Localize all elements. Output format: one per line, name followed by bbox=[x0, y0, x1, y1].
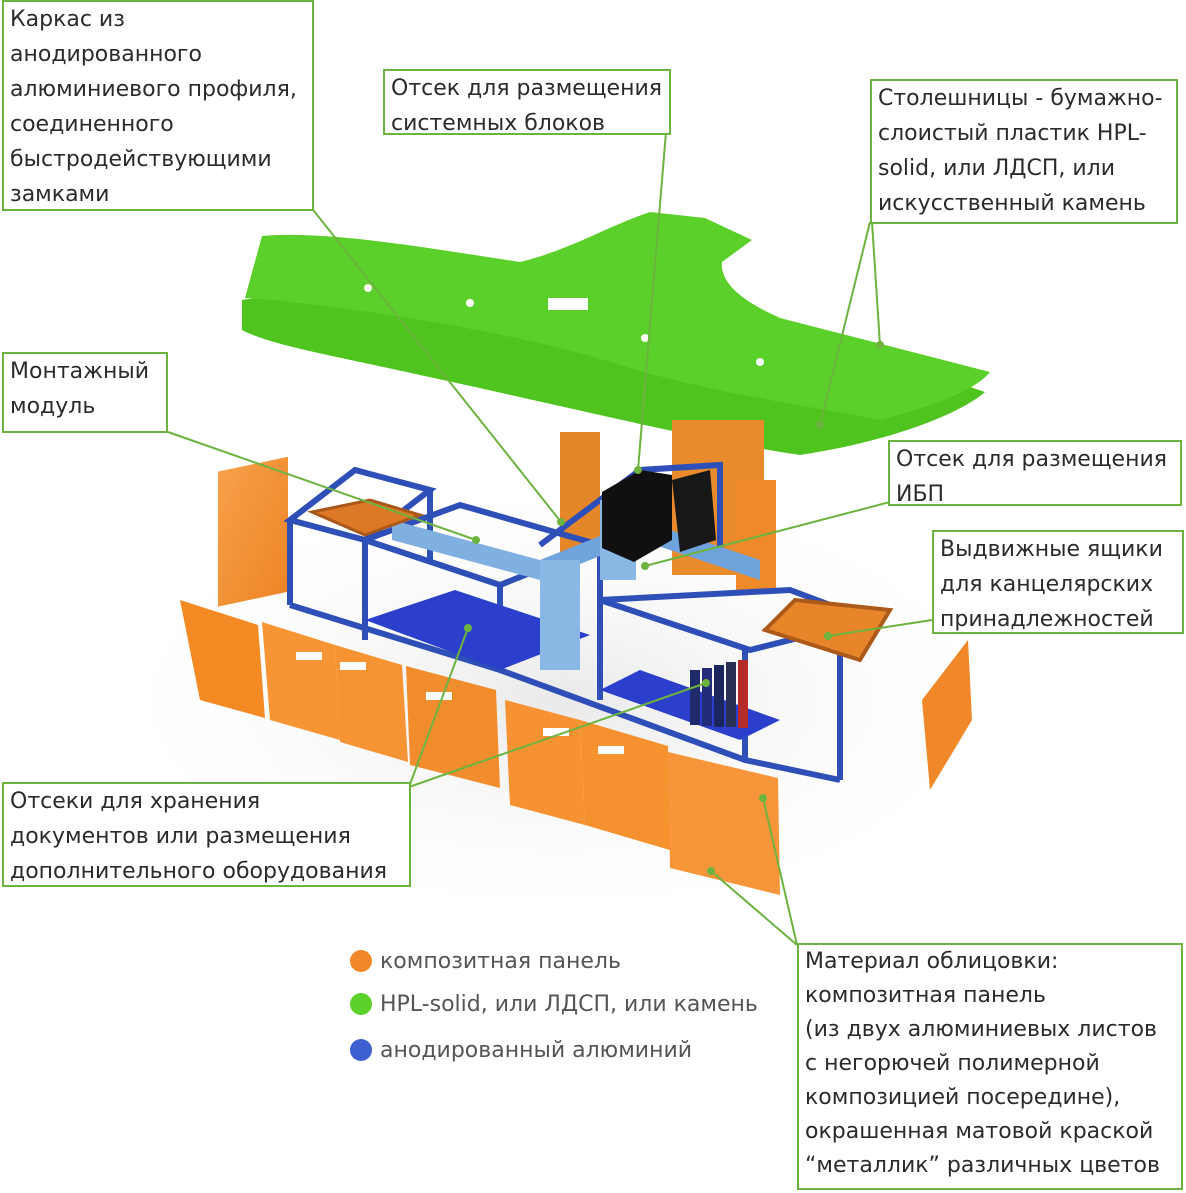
panel-handle bbox=[426, 692, 452, 700]
leader-point bbox=[702, 679, 710, 687]
callout-system-units: Отсек для размещения системных блоков bbox=[383, 69, 671, 135]
binder bbox=[714, 665, 724, 727]
binder bbox=[702, 668, 712, 726]
callout-ups: Отсек для размещения ИБП bbox=[888, 440, 1182, 506]
legend-label: HPL-solid, или ЛДСП, или камень bbox=[380, 992, 758, 1017]
leader-point bbox=[641, 562, 649, 570]
binder bbox=[726, 662, 736, 727]
back-panel bbox=[218, 457, 288, 607]
callout-documents: Отсеки для хранения документов или разме… bbox=[2, 782, 411, 887]
legend-label: композитная панель bbox=[380, 949, 621, 974]
legend-item: композитная панель bbox=[350, 946, 621, 976]
callout-mounting: Монтажный модуль bbox=[2, 352, 168, 433]
legend-dot-orange bbox=[350, 950, 372, 972]
legend-label: анодированный алюминий bbox=[380, 1038, 692, 1063]
front-panel bbox=[505, 700, 585, 825]
tabletop bbox=[242, 212, 990, 455]
legend-dot-green bbox=[350, 993, 372, 1015]
tabletop-hole bbox=[364, 284, 372, 292]
leader-point bbox=[557, 518, 565, 526]
leader-point bbox=[876, 341, 884, 349]
callout-drawers: Выдвижные ящики для канцелярских принадл… bbox=[932, 530, 1184, 634]
binders bbox=[690, 660, 748, 728]
leader-point bbox=[816, 421, 824, 429]
panel-handle bbox=[340, 662, 366, 670]
panel-handle bbox=[296, 652, 322, 660]
leader-point bbox=[464, 624, 472, 632]
leader-point bbox=[472, 536, 480, 544]
mounting-post bbox=[540, 560, 580, 670]
callout-frame: Каркас из анодированного алюминиевого пр… bbox=[2, 0, 314, 211]
callout-cladding: Материал облицовки: композитная панель (… bbox=[797, 943, 1183, 1190]
legend-dot-blue bbox=[350, 1039, 372, 1061]
tabletop-cable-port bbox=[548, 298, 588, 310]
tabletop-hole bbox=[466, 299, 474, 307]
leader-point bbox=[759, 794, 767, 802]
leader-point bbox=[824, 632, 832, 640]
binder bbox=[738, 660, 748, 728]
legend-item: HPL-solid, или ЛДСП, или камень bbox=[350, 989, 758, 1019]
binder bbox=[690, 670, 700, 725]
callout-tabletops: Столешницы - бумажно- слоистый пластик H… bbox=[870, 79, 1178, 224]
leader-point bbox=[707, 867, 715, 875]
panel-handle bbox=[598, 746, 624, 754]
legend-item: анодированный алюминий bbox=[350, 1035, 692, 1065]
tabletop-hole bbox=[756, 358, 764, 366]
leader-point bbox=[634, 466, 642, 474]
